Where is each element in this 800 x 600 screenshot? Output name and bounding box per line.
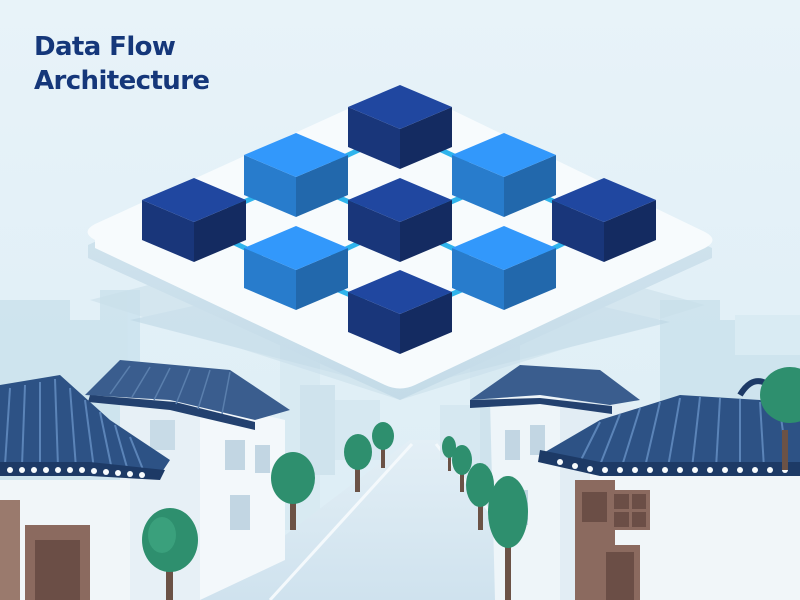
cube-face	[348, 292, 400, 354]
page-title: Data Flow Architecture	[34, 30, 210, 98]
isometric-cube-icon	[452, 226, 556, 310]
cube-face	[552, 178, 656, 222]
isometric-cube-icon	[348, 85, 452, 169]
cube-face	[244, 133, 348, 177]
cube-face	[504, 248, 556, 310]
tree-icon	[442, 436, 456, 471]
isometric-cube-icon	[348, 178, 452, 262]
isometric-cube-icon	[142, 178, 246, 262]
isometric-cube-icon	[348, 270, 452, 354]
cube-face	[452, 248, 504, 310]
cube-face	[348, 85, 452, 129]
tree-icon	[372, 422, 394, 468]
isometric-cube-icon	[244, 226, 348, 310]
isometric-cube-icon	[244, 133, 348, 217]
title-line-1: Data Flow	[34, 32, 176, 62]
cube-face	[142, 178, 246, 222]
cube-face	[348, 178, 452, 222]
tree-icon	[452, 445, 472, 492]
right-hanok-house	[538, 378, 800, 600]
right-mid-roof	[470, 365, 640, 414]
cube-face	[400, 107, 452, 169]
cube-face	[348, 200, 400, 262]
title-line-2: Architecture	[34, 66, 210, 96]
cube-face	[452, 226, 556, 270]
cube-face	[452, 133, 556, 177]
left-mid-roof	[85, 360, 290, 430]
cube-face	[348, 270, 452, 314]
tree-icon	[760, 367, 800, 470]
tree-icon	[488, 476, 528, 600]
cube-face	[296, 248, 348, 310]
left-hanok-house	[0, 375, 170, 600]
tree-icon	[466, 463, 494, 530]
tree-icon	[271, 452, 315, 530]
cube-face	[604, 200, 656, 262]
cube-face	[244, 155, 296, 217]
cube-face	[452, 155, 504, 217]
cube-face	[400, 200, 452, 262]
tree-icon	[142, 508, 198, 600]
cube-face	[504, 155, 556, 217]
road-edge-left	[268, 442, 414, 600]
cube-face	[142, 200, 194, 262]
cube-face	[552, 200, 604, 262]
isometric-cube-icon	[552, 178, 656, 262]
cube-face	[244, 248, 296, 310]
cube-face	[348, 107, 400, 169]
isometric-cube-icon	[452, 133, 556, 217]
tree-icon	[344, 434, 372, 492]
node-grid	[142, 85, 656, 354]
cube-face	[244, 226, 348, 270]
cube-face	[400, 292, 452, 354]
cube-face	[296, 155, 348, 217]
cube-face	[194, 200, 246, 262]
